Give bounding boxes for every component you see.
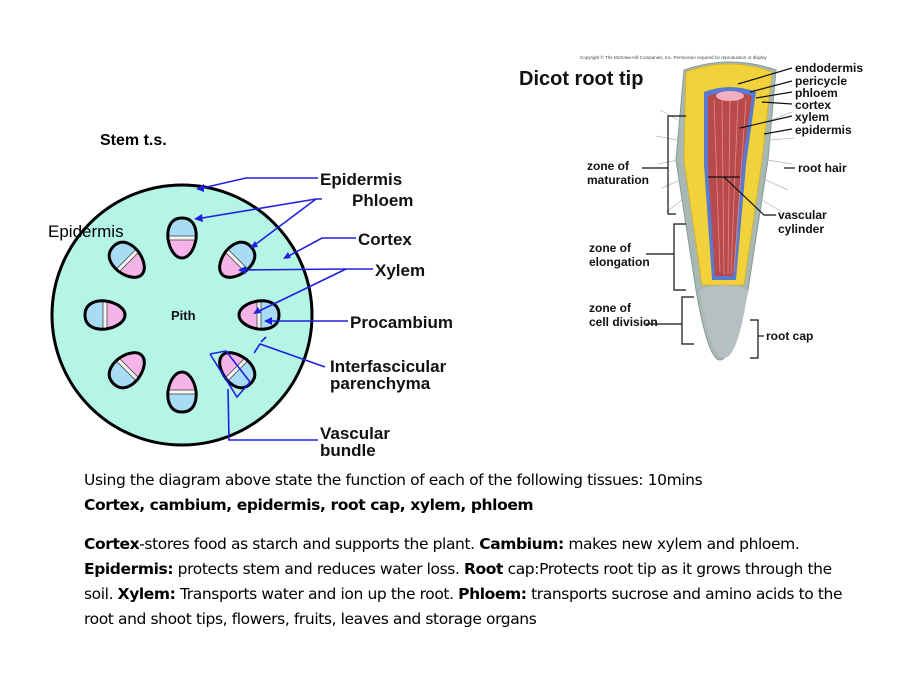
vascular-bundle-pointer	[227, 388, 318, 441]
vascular-bundle-box	[209, 350, 252, 399]
bundle-outline	[166, 370, 198, 414]
question-tissue-list: Cortex, cambium, epidermis, root cap, xy…	[84, 496, 534, 514]
phloem-cells	[716, 91, 744, 101]
procambium-band	[102, 300, 108, 330]
label-vascular-1: Vascular	[320, 424, 390, 443]
bundle-outline	[107, 351, 146, 390]
arrow-head-icon	[264, 317, 272, 325]
label-xylem: Xylem	[375, 261, 425, 280]
bundle-outline	[237, 299, 281, 331]
arrow-head-icon	[194, 214, 203, 222]
label-endodermis: endodermis	[795, 61, 863, 75]
vascular-bundle	[166, 216, 198, 260]
epidermis-pointer	[197, 177, 318, 190]
label-epidermis: Epidermis	[320, 170, 402, 189]
label-xylem: xylem	[795, 110, 829, 124]
label-phloem: phloem	[795, 86, 838, 100]
dicot-root-tip-diagram: Copyright © The McGraw-Hill Companies, I…	[519, 54, 863, 361]
label-cortex: Cortex	[358, 230, 412, 249]
xylem-strands	[713, 95, 747, 275]
bundle-outline	[218, 351, 257, 390]
bundle-outline	[166, 216, 198, 260]
vascular-bundles	[83, 216, 281, 414]
label-interfascicular-1: Interfascicular	[330, 357, 447, 376]
cortex-pointer	[284, 237, 356, 259]
root-vascular-cylinder	[708, 92, 752, 276]
arrow-head-icon	[283, 252, 291, 259]
arrow-heads	[194, 184, 291, 325]
procambium-band	[256, 300, 262, 330]
bundle-outline	[107, 240, 146, 279]
label-vascular-2: cylinder	[778, 222, 824, 236]
interfascicular-tick	[260, 336, 267, 343]
label-elongation-2: elongation	[589, 255, 650, 269]
pointer-lines	[195, 177, 373, 441]
arrow-head-icon	[238, 266, 246, 274]
answer-term-cambium: Cambium:	[479, 535, 564, 553]
arrow-head-icon	[196, 184, 204, 192]
pith-label: Pith	[171, 308, 196, 323]
stem-cross-section-diagram: Pith Epidermis Phloem Cortex Xylem Proca…	[50, 170, 453, 460]
interfascicular-pointer	[253, 343, 326, 368]
label-maturation-1: zone of	[587, 159, 630, 173]
epidermis-overlay-label: Epidermis	[48, 222, 124, 241]
phloem-region	[167, 218, 197, 236]
answer-term-root-cap: Root	[464, 560, 504, 578]
label-vascular-1: vascular	[778, 208, 827, 222]
answer-text-cortex: -stores food as starch and supports the …	[139, 535, 480, 553]
label-procambium: Procambium	[350, 313, 453, 332]
label-phloem: Phloem	[352, 191, 413, 210]
copyright-notice: Copyright © The McGraw-Hill Companies, I…	[580, 54, 768, 60]
root-pointer-lines	[642, 67, 795, 359]
answer-text-phloem: transports sucrose and amino acids to th…	[84, 585, 843, 628]
answer-term-epidermis: Epidermis:	[84, 560, 174, 578]
answer-term-xylem: Xylem:	[117, 585, 176, 603]
vascular-bundle	[166, 370, 198, 414]
phloem-pointer-2	[251, 198, 317, 248]
label-root-hair: root hair	[798, 161, 847, 175]
answer-term-cortex: Cortex	[84, 535, 140, 553]
answer-text-cambium: makes new xylem and phloem.	[563, 535, 800, 553]
question-instruction: Using the diagram above state the functi…	[84, 471, 703, 489]
arrow-head-icon	[253, 307, 261, 314]
procambium-band	[167, 235, 197, 241]
bundle-outline	[218, 240, 257, 279]
label-pericycle: pericycle	[795, 74, 847, 88]
root-diagram-title: Dicot root tip	[519, 68, 643, 90]
answer-text-root-cap: cap:Protects root tip as it grows throug…	[84, 560, 832, 603]
label-interfascicular-2: parenchyma	[330, 374, 431, 393]
label-division-1: zone of	[589, 301, 632, 315]
procambium-band	[167, 389, 197, 395]
xylem-pointer-1	[239, 268, 373, 271]
label-epidermis: epidermis	[795, 123, 852, 137]
xylem-pointer-2	[254, 268, 347, 314]
stem-diagram-title: Stem t.s.	[100, 132, 167, 149]
label-vascular-2: bundle	[320, 441, 376, 460]
answer-text-xylem: Transports water and ion up the root.	[175, 585, 459, 603]
phloem-region	[167, 394, 197, 412]
label-elongation-1: zone of	[589, 241, 632, 255]
root-hairs	[655, 109, 795, 213]
question-block: Using the diagram above state the functi…	[84, 468, 884, 518]
label-division-2: cell division	[589, 315, 658, 329]
answer-block: Cortex-stores food as starch and support…	[84, 532, 844, 632]
answer-text-epidermis: protects stem and reduces water loss.	[173, 560, 465, 578]
answer-term-phloem: Phloem:	[458, 585, 527, 603]
label-root-cap: root cap	[766, 329, 813, 343]
root-cap-region	[700, 285, 748, 358]
label-maturation-2: maturation	[587, 173, 649, 187]
label-cortex: cortex	[795, 98, 831, 112]
arrow-head-icon	[250, 241, 258, 248]
bundle-outline	[83, 299, 127, 331]
